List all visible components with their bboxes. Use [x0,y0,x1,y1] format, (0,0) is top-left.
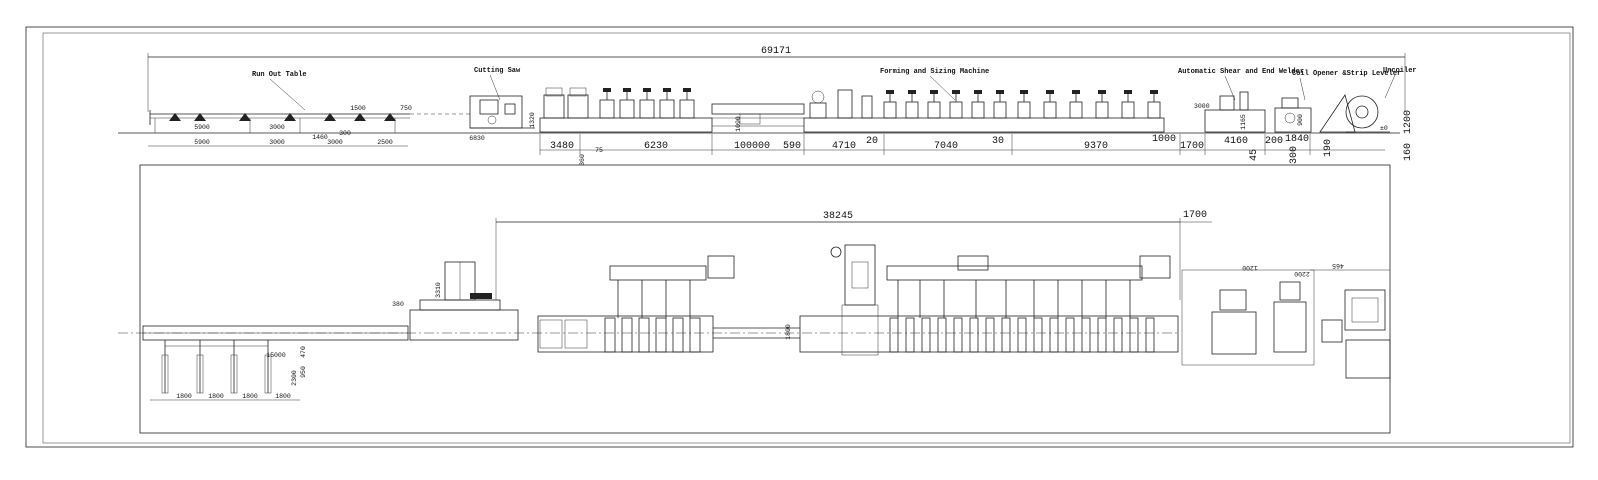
inner-frame [42,32,1571,444]
plan-dim-1800: 1800 [785,324,792,340]
label-coil-opener: Coil Opener &Strip Leveler [1292,70,1401,78]
runout-dim-3: 1460 [312,134,328,141]
plan-dim-2200: 2200 [1294,270,1310,277]
dim-1200: 1200 [1403,110,1414,134]
forming-machine-left [539,87,713,133]
plan-overall-length-dim: 38245 [823,211,853,222]
forming-stands-right [883,90,1161,119]
plan-dim-1200: 1200 [1242,264,1258,271]
forming-stands-left [599,88,695,119]
dim-3480: 3480 [550,141,574,152]
transfer-plan [713,327,800,339]
dim-75: 75 [595,147,603,154]
dim-30: 30 [992,136,1004,147]
dim-1700: 1700 [1180,141,1204,152]
label-cutting-saw: Cutting Saw [474,67,521,75]
runout-dim-2: 3000 [269,124,285,131]
plan-view: 38245 1700 15000 1800 1800 1800 1800 470… [118,164,1391,434]
runout-dim-5: 1500 [350,105,366,112]
overall-length-dim: 69171 [761,46,791,57]
dim-9370: 9370 [1084,141,1108,152]
outer-frame [25,26,1574,448]
runout-dim-1: 5900 [194,124,210,131]
dim-20: 20 [866,136,878,147]
dim-7040: 7040 [934,141,958,152]
runout-low-dim-5: 6830 [469,135,485,142]
label-uncoiler: Uncoiler [1383,67,1417,75]
uncoiler-plan [1310,269,1391,379]
runout-low-dim-4: 2500 [377,139,393,146]
annotation-plus-minus: ±0 [1380,125,1388,132]
shear-welder-elevation [1204,91,1266,133]
small-label: 3000 [1194,103,1210,110]
vdim-360: 360 [579,154,586,166]
dim-160: 160 [1403,143,1414,161]
dim-6230: 6230 [644,141,668,152]
plan-dim-2300: 2300 [291,370,298,386]
shear-welder-plan [1181,269,1315,366]
dim-590: 590 [783,141,801,152]
runout-low-dim-2: 3000 [269,139,285,146]
coil-opener-elevation [1274,97,1312,133]
label-shear-welder: Automatic Shear and End Welder [1178,68,1304,76]
label-forming-sizing: Forming and Sizing Machine [880,68,989,76]
plan-dim-3310: 3310 [435,282,442,298]
vdim-900: 900 [1297,114,1304,126]
plan-spacing-3: 1800 [242,393,258,400]
vdim-1320: 1320 [529,112,536,128]
forming-right-plan [799,244,1179,356]
plan-dim-380: 380 [392,301,404,308]
dim-190: 190 [1323,139,1334,157]
dim-45: 45 [1249,149,1260,161]
elevation-view: 69171 Run Out Table Cutting Saw Forming … [118,46,1417,166]
plan-spacing-4: 1800 [275,393,291,400]
dim-1000: 1000 [1152,134,1176,145]
dim-200: 200 [1265,136,1283,147]
plan-spacing-1: 1800 [176,393,192,400]
runout-dim-6: 750 [400,105,412,112]
dim-4710: 4710 [832,141,856,152]
forming-left-plan [537,255,735,353]
plan-right-dim: 1700 [1183,210,1207,221]
dim-100000: 100000 [734,141,770,152]
run-out-table-elevation [149,110,470,133]
plan-frame [139,164,1391,434]
uncoiler-elevation [1319,94,1390,133]
plan-dim-465: 465 [1332,262,1344,269]
runout-low-dim-1: 5900 [194,139,210,146]
plan-spacing-2: 1800 [208,393,224,400]
plan-dim-470: 470 [300,346,307,358]
transfer-section-elevation [711,103,805,127]
vdim-1090: 1090 [735,116,742,132]
runout-dim-4: 300 [339,130,351,137]
dim-300: 300 [1289,146,1300,164]
dim-1840: 1840 [1285,134,1309,145]
cutting-saw-plan [409,261,519,341]
plan-table-length: 15000 [266,352,286,359]
plan-dim-950: 950 [300,366,307,378]
run-out-table-plan [142,325,409,401]
vdim-1165: 1165 [1240,114,1247,130]
runout-low-dim-3: 3000 [327,139,343,146]
dim-4160: 4160 [1224,136,1248,147]
label-run-out-table: Run Out Table [252,71,307,79]
cutting-saw-elevation [469,95,535,129]
